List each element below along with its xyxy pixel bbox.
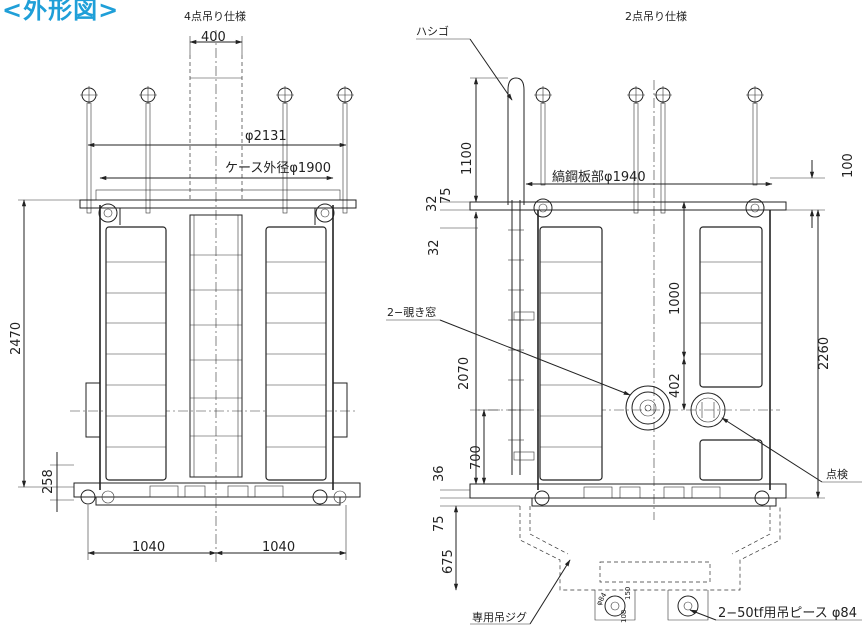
label-ladder: ハシゴ <box>416 24 449 38</box>
dim-case-diameter: ケース外径φ1900 <box>225 161 331 176</box>
left-view: 4点吊り仕様 <box>9 9 361 565</box>
left-ladder <box>189 55 243 478</box>
inspection-port <box>690 392 726 428</box>
left-base <box>73 482 361 506</box>
dim-675: 675 <box>441 549 456 574</box>
dim-1100: 1100 <box>460 142 475 175</box>
dim-108: 108 <box>620 610 628 623</box>
left-radiator-a <box>105 226 167 481</box>
dim-2070: 2070 <box>457 357 472 390</box>
dim-corrugated-diameter: 縞鋼板部φ1940 <box>552 169 646 185</box>
dim-36: 36 <box>432 465 447 482</box>
drawing-heading: <外形図> <box>2 0 120 24</box>
lifting-jig <box>519 506 781 621</box>
right-ladder <box>507 77 535 475</box>
right-base <box>469 483 787 507</box>
dim-base-height: 258 <box>41 469 56 494</box>
dim-total-height: 2470 <box>9 322 24 355</box>
left-top-beam <box>79 199 357 209</box>
label-lift-piece: 2−50tf用吊ピース φ84 <box>718 606 857 621</box>
right-radiator-a <box>539 226 603 481</box>
sight-window <box>625 385 671 431</box>
label-sight-window: 2−覗き窓 <box>387 305 436 319</box>
label-inspection: 点検 <box>826 467 848 481</box>
dim-100: 100 <box>841 153 856 178</box>
left-radiator-b <box>265 226 327 481</box>
left-lifting-eyes <box>80 86 354 214</box>
dim-700: 700 <box>469 445 484 470</box>
right-lifting-eyes <box>534 86 764 214</box>
dim-32-a: 32 <box>425 195 440 212</box>
dim-half-left: 1040 <box>132 540 165 555</box>
dim-outer-diameter: φ2131 <box>245 129 287 144</box>
label-jig: 専用吊ジグ <box>472 610 527 624</box>
dim-1000: 1000 <box>668 282 683 315</box>
dim-75-bottom: 75 <box>432 515 447 532</box>
left-top-plate <box>95 189 341 201</box>
dim-402: 402 <box>668 373 683 398</box>
right-view-title: 2点吊り仕様 <box>625 9 687 23</box>
right-view: 2点吊り仕様 <box>386 9 862 625</box>
dim-2260: 2260 <box>817 337 832 370</box>
left-view-title: 4点吊り仕様 <box>184 9 246 23</box>
right-radiator-b <box>699 226 763 481</box>
dim-phi84-small: φ84 <box>595 591 609 607</box>
dim-75-top: 75 <box>439 187 454 204</box>
dim-32-b: 32 <box>427 239 442 256</box>
dim-150: 150 <box>624 587 632 600</box>
dim-half-right: 1040 <box>262 540 295 555</box>
dim-ladder-width: 400 <box>201 30 226 45</box>
